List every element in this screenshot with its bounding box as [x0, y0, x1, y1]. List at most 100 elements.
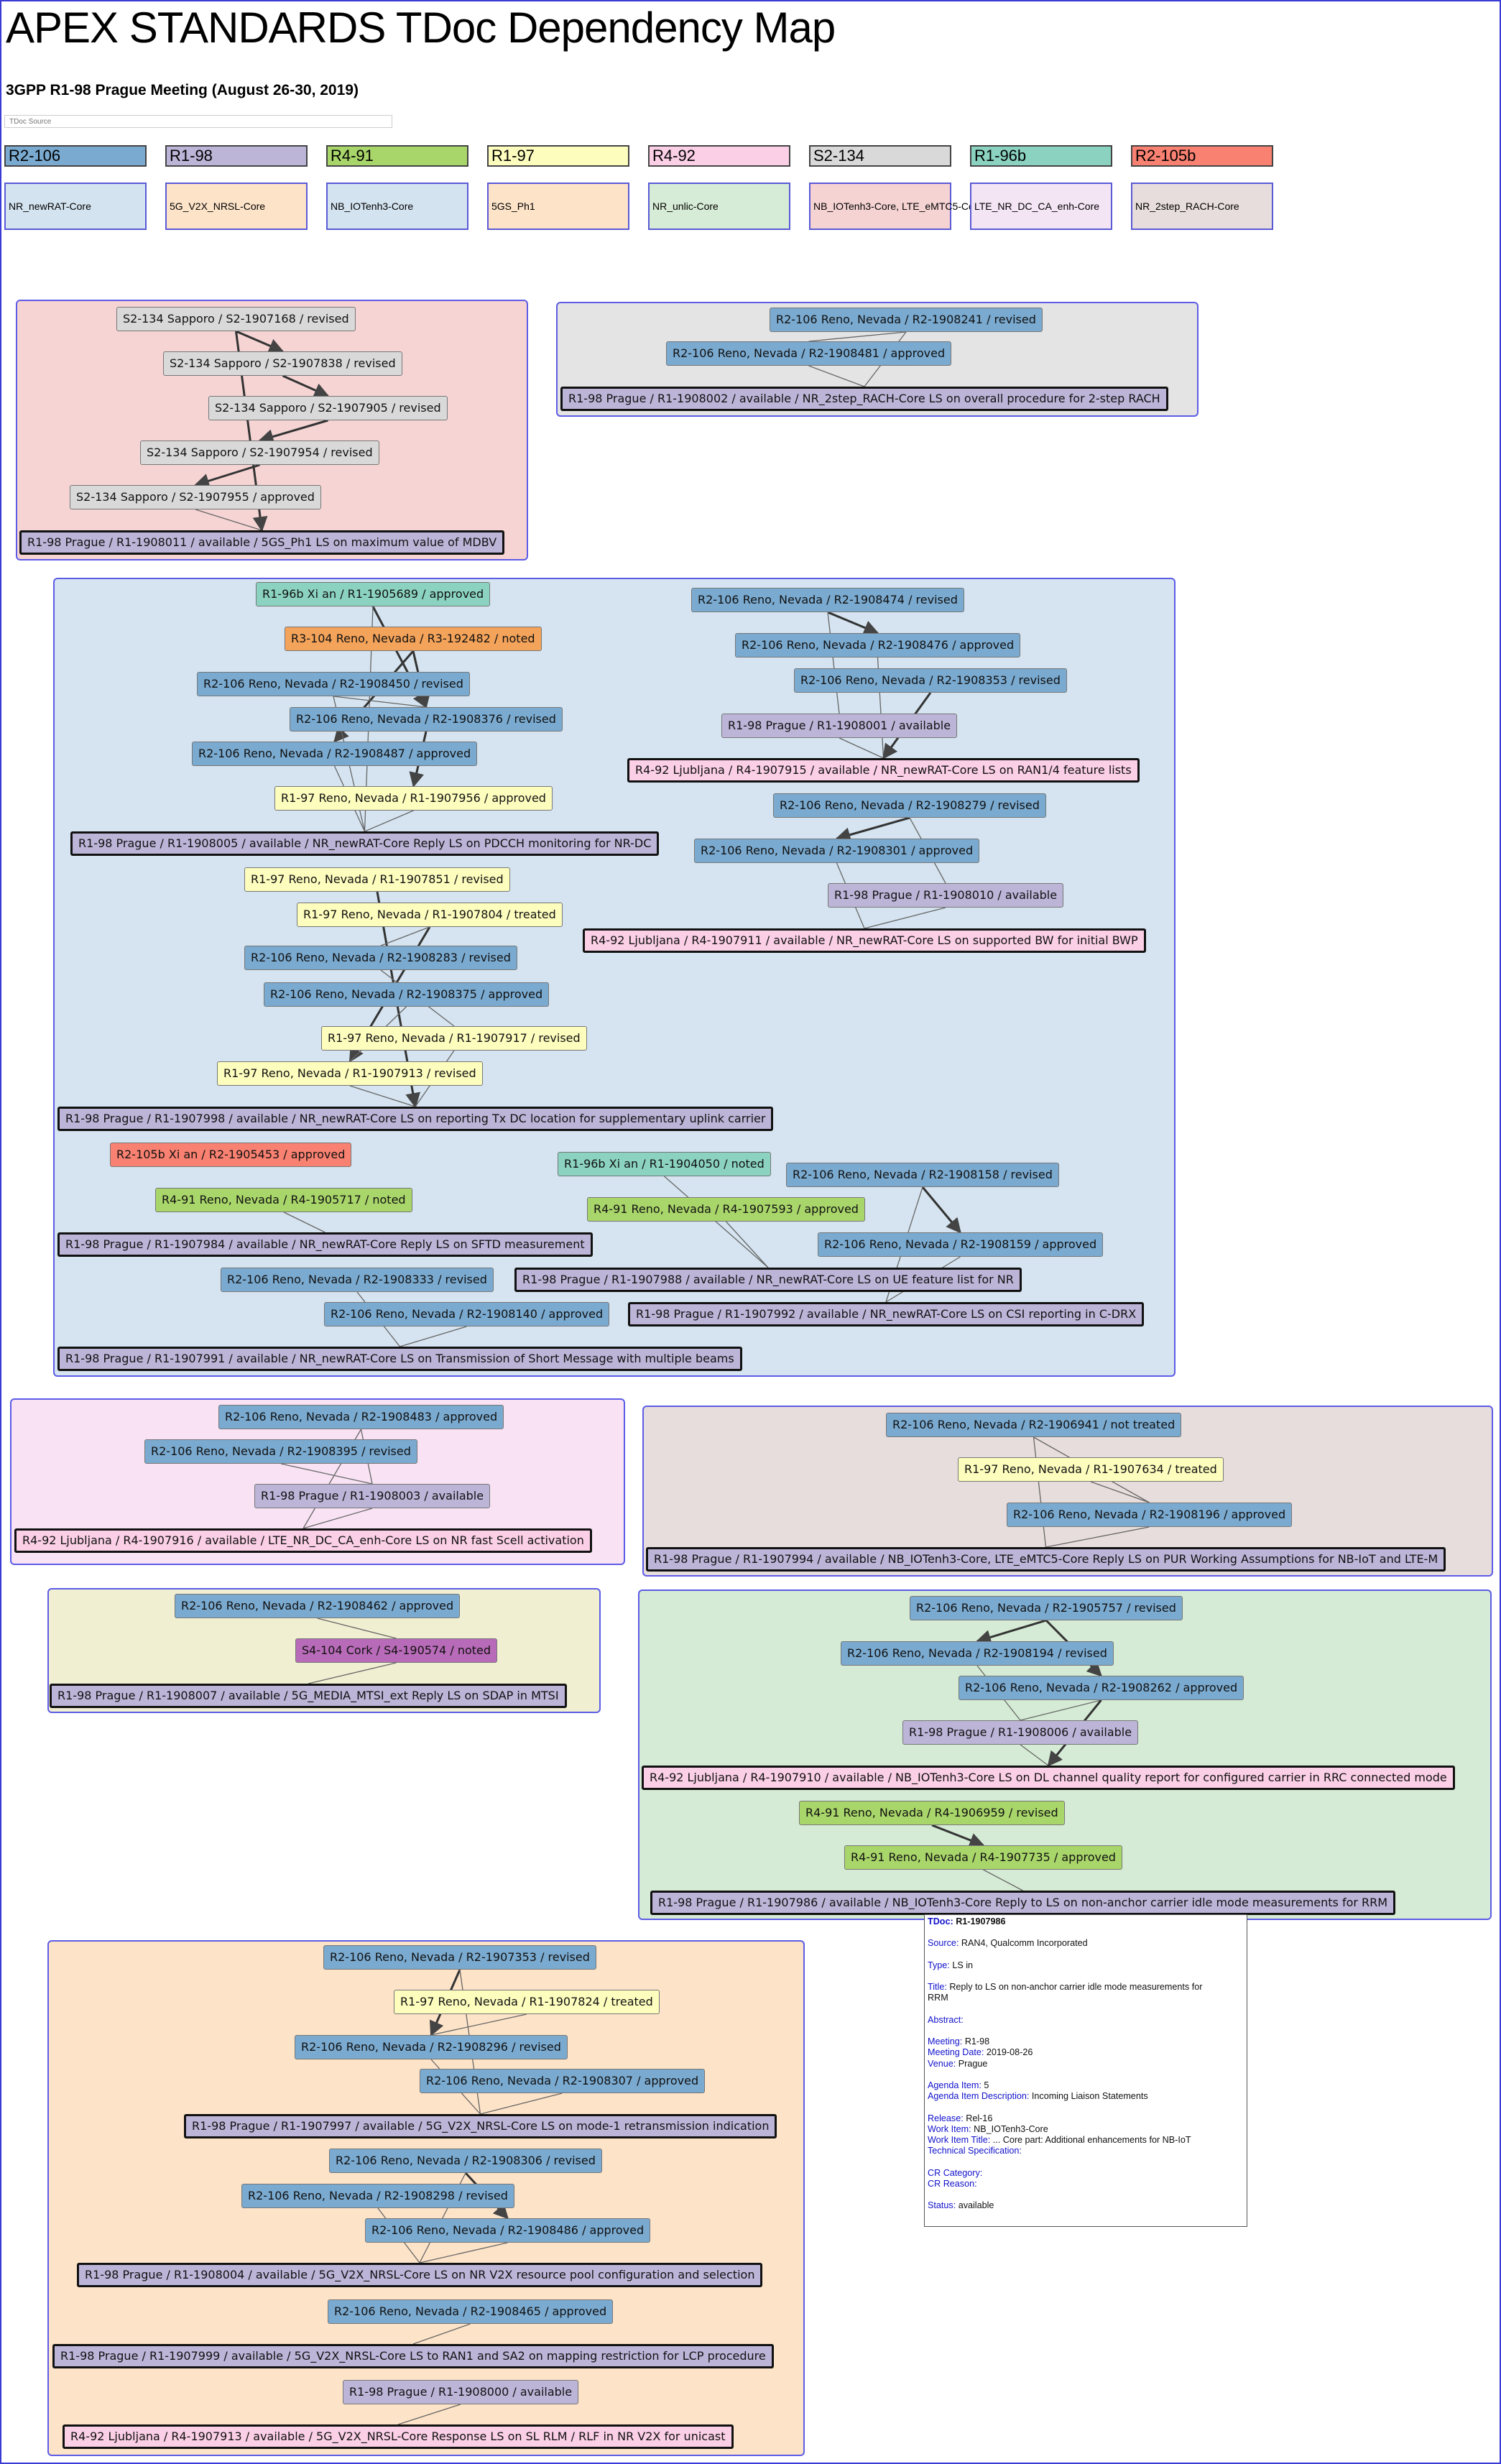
tdoc-node[interactable]: S2-134 Sapporo / S2-1907838 / revised: [163, 351, 402, 376]
tdoc-node[interactable]: R2-106 Reno, Nevada / R2-1908140 / appro…: [324, 1302, 610, 1326]
tdoc-node[interactable]: R2-106 Reno, Nevada / R2-1908241 / revis…: [770, 308, 1043, 332]
ls-tdoc-node[interactable]: R1-98 Prague / R1-1908005 / available / …: [70, 831, 660, 856]
info-value: available: [958, 2200, 994, 2211]
tdoc-node[interactable]: R2-106 Reno, Nevada / R2-1908333 / revis…: [221, 1268, 494, 1292]
ls-tdoc-node[interactable]: R1-98 Prague / R1-1907994 / available / …: [646, 1547, 1446, 1572]
tdoc-node[interactable]: S2-134 Sapporo / S2-1907955 / approved: [70, 485, 321, 509]
ls-tdoc-node[interactable]: R4-92 Ljubljana / R4-1907916 / available…: [14, 1528, 592, 1553]
tdoc-node[interactable]: S4-104 Cork / S4-190574 / noted: [295, 1638, 498, 1663]
tdoc-source-input[interactable]: [4, 115, 392, 128]
ls-tdoc-node[interactable]: R1-98 Prague / R1-1907988 / available / …: [514, 1268, 1022, 1292]
tdoc-node[interactable]: R3-104 Reno, Nevada / R3-192482 / noted: [285, 627, 542, 651]
tdoc-node[interactable]: R4-91 Reno, Nevada / R4-1905717 / noted: [155, 1188, 412, 1212]
tdoc-node[interactable]: R2-106 Reno, Nevada / R2-1908481 / appro…: [666, 341, 952, 366]
tdoc-node[interactable]: R2-106 Reno, Nevada / R2-1906941 / not t…: [886, 1413, 1182, 1437]
dependency-edge: [808, 331, 907, 342]
tdoc-node[interactable]: R2-106 Reno, Nevada / R2-1908262 / appro…: [959, 1676, 1244, 1700]
ls-tdoc-node[interactable]: R1-98 Prague / R1-1908004 / available / …: [77, 2263, 763, 2287]
tdoc-node[interactable]: R4-91 Reno, Nevada / R4-1907735 / approv…: [844, 1845, 1122, 1870]
ls-tdoc-node[interactable]: R1-98 Prague / R1-1907984 / available / …: [57, 1232, 593, 1257]
tdoc-node[interactable]: R2-106 Reno, Nevada / R2-1908486 / appro…: [365, 2218, 651, 2243]
dependency-edge: [308, 1662, 397, 1684]
tdoc-node[interactable]: R1-98 Prague / R1-1908006 / available: [902, 1720, 1139, 1745]
tdoc-node[interactable]: S2-134 Sapporo / S2-1907905 / revised: [208, 396, 448, 420]
tdoc-node[interactable]: R2-106 Reno, Nevada / R2-1908298 / revis…: [241, 2184, 514, 2208]
ls-tdoc-node[interactable]: R1-98 Prague / R1-1908002 / available / …: [560, 387, 1168, 411]
ls-tdoc-node[interactable]: R1-98 Prague / R1-1908011 / available / …: [19, 530, 505, 555]
tdoc-node[interactable]: R1-98 Prague / R1-1908003 / available: [254, 1484, 491, 1508]
ls-tdoc-node[interactable]: R4-92 Ljubljana / R4-1907911 / available…: [583, 928, 1146, 953]
tdoc-node[interactable]: R2-106 Reno, Nevada / R2-1908159 / appro…: [818, 1232, 1104, 1257]
info-row: Technical Specification:: [928, 2146, 1244, 2156]
tdoc-node[interactable]: R2-106 Reno, Nevada / R2-1908279 / revis…: [773, 793, 1046, 818]
tdoc-node[interactable]: R2-106 Reno, Nevada / R2-1908306 / revis…: [329, 2149, 602, 2173]
tdoc-node[interactable]: R1-97 Reno, Nevada / R1-1907634 / treate…: [958, 1457, 1224, 1482]
tdoc-node[interactable]: R1-98 Prague / R1-1908000 / available: [343, 2380, 579, 2404]
dependency-edge: [397, 2404, 461, 2425]
ls-tdoc-node[interactable]: R4-92 Ljubljana / R4-1907915 / available…: [627, 758, 1140, 783]
info-key: Work Item:: [928, 2123, 971, 2134]
tdoc-node[interactable]: R2-106 Reno, Nevada / R2-1908376 / revis…: [290, 707, 563, 732]
tdoc-node[interactable]: R2-106 Reno, Nevada / R2-1908474 / revis…: [691, 588, 964, 612]
info-value: R1-1907986: [956, 1916, 1006, 1927]
legend-release-r4-91: R4-91: [326, 145, 468, 167]
tdoc-node[interactable]: R1-98 Prague / R1-1908001 / available: [721, 714, 958, 738]
dependency-edge: [283, 1212, 325, 1233]
tdoc-node[interactable]: R2-106 Reno, Nevada / R2-1908158 / revis…: [786, 1163, 1059, 1187]
info-row: [928, 1949, 1244, 1960]
dependency-edge: [258, 419, 328, 444]
tdoc-node[interactable]: R2-106 Reno, Nevada / R2-1908462 / appro…: [175, 1594, 461, 1618]
tdoc-node[interactable]: R2-106 Reno, Nevada / R2-1908476 / appro…: [735, 633, 1021, 657]
tdoc-node[interactable]: R1-97 Reno, Nevada / R1-1907913 / revise…: [217, 1061, 483, 1086]
tdoc-node[interactable]: R2-106 Reno, Nevada / R2-1908483 / appro…: [218, 1405, 504, 1429]
tdoc-node[interactable]: R2-106 Reno, Nevada / R2-1905757 / revis…: [910, 1596, 1183, 1620]
tdoc-node[interactable]: R2-105b Xi an / R2-1905453 / approved: [110, 1143, 352, 1167]
tdoc-node[interactable]: R1-97 Reno, Nevada / R1-1907917 / revise…: [321, 1026, 587, 1051]
ls-tdoc-node[interactable]: R1-98 Prague / R1-1907992 / available / …: [628, 1302, 1145, 1326]
tdoc-node[interactable]: R1-96b Xi an / R1-1904050 / noted: [558, 1152, 771, 1176]
ls-tdoc-node[interactable]: R1-98 Prague / R1-1907991 / available / …: [57, 1347, 742, 1371]
tdoc-node[interactable]: S2-134 Sapporo / S2-1907954 / revised: [140, 440, 379, 465]
ls-tdoc-node[interactable]: R1-98 Prague / R1-1907997 / available / …: [184, 2114, 777, 2138]
dependency-edge: [302, 1508, 373, 1529]
tdoc-node[interactable]: R1-96b Xi an / R1-1905689 / approved: [256, 582, 491, 606]
info-key: Agenda Item Description:: [928, 2091, 1030, 2102]
tdoc-node[interactable]: R2-106 Reno, Nevada / R2-1908450 / revis…: [197, 672, 470, 696]
ls-tdoc-node[interactable]: R1-98 Prague / R1-1907998 / available / …: [57, 1107, 774, 1131]
tdoc-node[interactable]: R2-106 Reno, Nevada / R2-1908194 / revis…: [841, 1641, 1114, 1666]
ls-tdoc-node[interactable]: R4-92 Ljubljana / R4-1907913 / available…: [63, 2424, 734, 2449]
tdoc-node[interactable]: R1-97 Reno, Nevada / R1-1907956 / approv…: [274, 786, 553, 811]
tdoc-node[interactable]: R2-106 Reno, Nevada / R2-1908375 / appro…: [264, 982, 550, 1007]
ls-tdoc-node[interactable]: R4-92 Ljubljana / R4-1907910 / available…: [642, 1766, 1455, 1790]
tdoc-node[interactable]: R2-106 Reno, Nevada / R2-1908296 / revis…: [295, 2035, 568, 2059]
tdoc-node[interactable]: R2-106 Reno, Nevada / R2-1908301 / appro…: [694, 839, 980, 863]
info-row: Type: LS in: [928, 1960, 1244, 1971]
dependency-edge: [430, 2013, 527, 2036]
info-key: Type:: [928, 1960, 950, 1970]
info-row: Meeting: R1-98: [928, 2036, 1244, 2047]
ls-tdoc-node[interactable]: R1-98 Prague / R1-1907986 / available / …: [650, 1891, 1396, 1915]
tdoc-node[interactable]: R2-106 Reno, Nevada / R2-1907353 / revis…: [323, 1945, 596, 1970]
legend-work-item-6: NB_IOTenh3-Core, LTE_eMTC5-Core: [809, 183, 983, 230]
tdoc-node[interactable]: R1-98 Prague / R1-1908010 / available: [828, 883, 1064, 908]
tdoc-node[interactable]: R2-106 Reno, Nevada / R2-1908283 / revis…: [244, 946, 517, 970]
info-value: R1-98: [964, 2036, 990, 2047]
tdoc-node[interactable]: R1-97 Reno, Nevada / R1-1907804 / treate…: [297, 903, 563, 927]
info-key: Technical Specification:: [928, 2146, 1022, 2156]
tdoc-node[interactable]: R2-106 Reno, Nevada / R2-1908487 / appro…: [192, 742, 478, 766]
ls-tdoc-node[interactable]: R1-98 Prague / R1-1907999 / available / …: [52, 2344, 774, 2368]
tdoc-node[interactable]: R2-106 Reno, Nevada / R2-1908307 / appro…: [420, 2069, 706, 2093]
tdoc-node[interactable]: R4-91 Reno, Nevada / R4-1906959 / revise…: [799, 1801, 1065, 1825]
tdoc-node[interactable]: R2-106 Reno, Nevada / R2-1908196 / appro…: [1007, 1503, 1293, 1527]
dependency-edge: [931, 1824, 985, 1847]
ls-tdoc-node[interactable]: R1-98 Prague / R1-1908007 / available / …: [50, 1684, 567, 1708]
info-row: Status: available: [928, 2200, 1244, 2211]
tdoc-node[interactable]: R1-97 Reno, Nevada / R1-1907824 / treate…: [394, 1990, 660, 2014]
tdoc-node[interactable]: R2-106 Reno, Nevada / R2-1908395 / revis…: [144, 1439, 417, 1464]
tdoc-node[interactable]: R4-91 Reno, Nevada / R4-1907593 / approv…: [587, 1197, 865, 1222]
tdoc-node[interactable]: R2-106 Reno, Nevada / R2-1908465 / appro…: [328, 2299, 614, 2324]
tdoc-node[interactable]: S2-134 Sapporo / S2-1907168 / revised: [116, 307, 356, 331]
tdoc-node[interactable]: R2-106 Reno, Nevada / R2-1908353 / revis…: [794, 668, 1067, 693]
tdoc-node[interactable]: R1-97 Reno, Nevada / R1-1907851 / revise…: [244, 867, 510, 892]
